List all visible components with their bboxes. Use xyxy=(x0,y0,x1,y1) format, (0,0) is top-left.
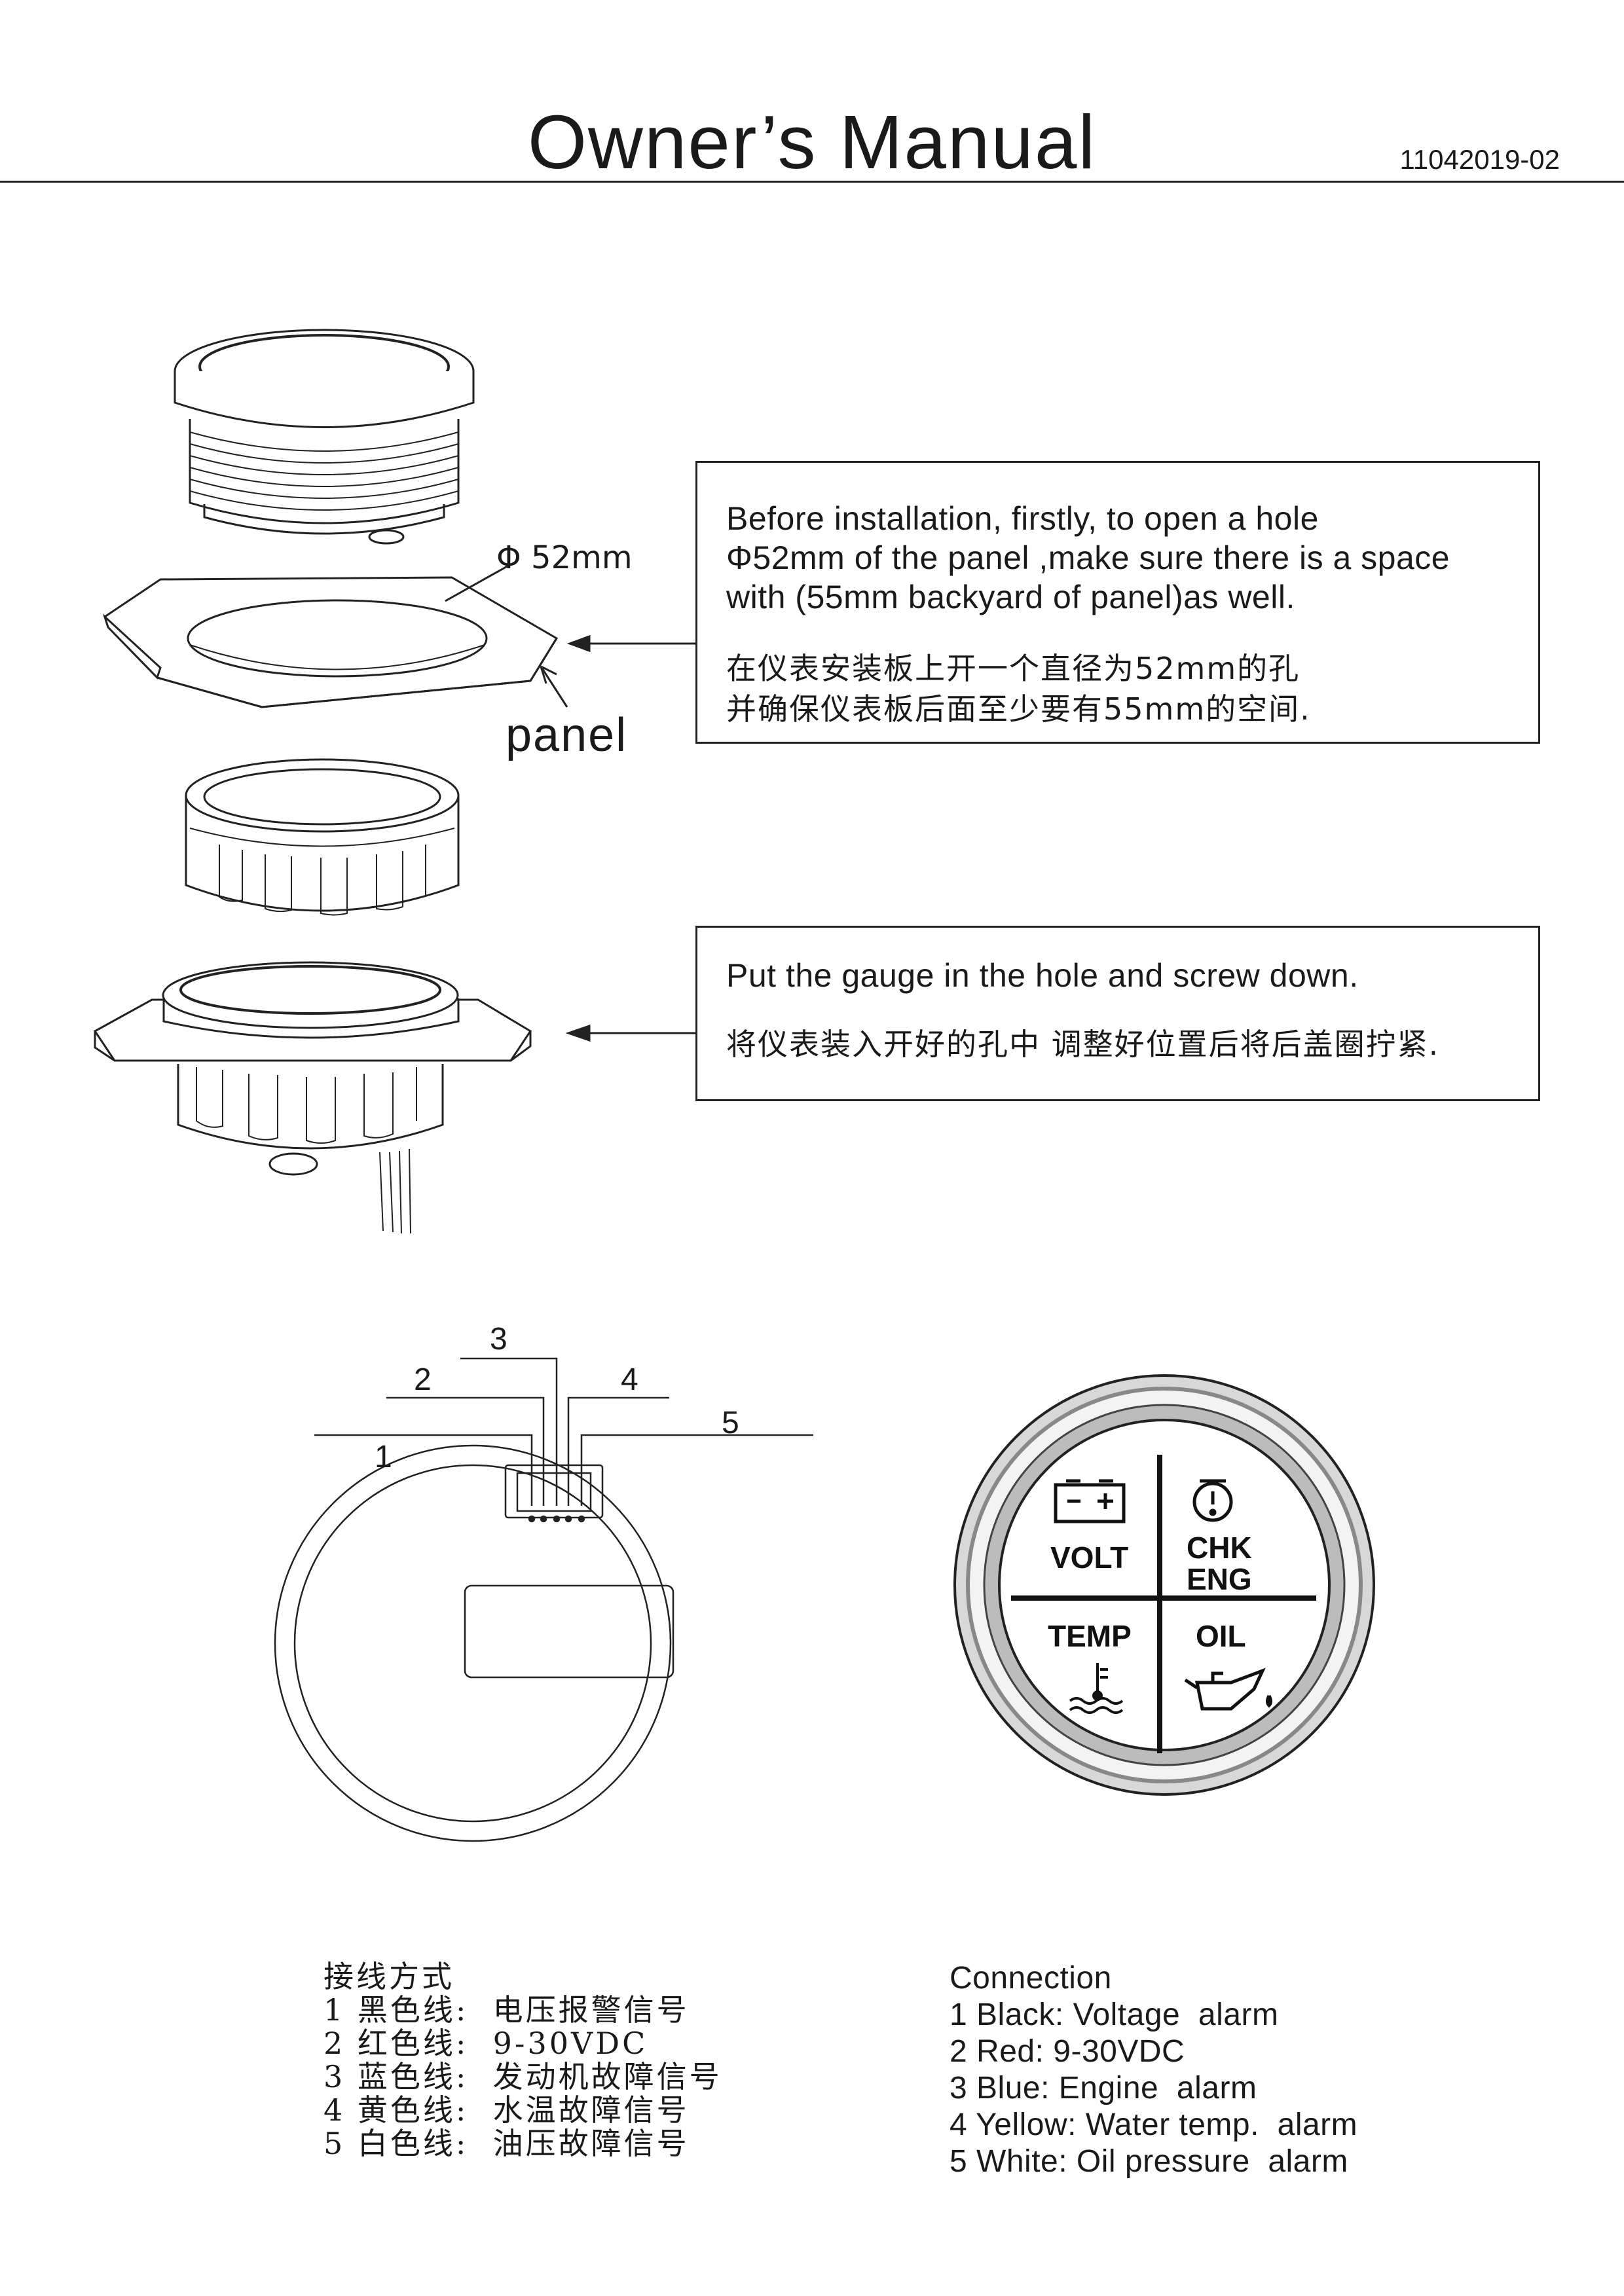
gauge-label-oil: OIL xyxy=(1196,1619,1246,1653)
instruction-box-mount: Put the gauge in the hole and screw down… xyxy=(695,926,1540,1101)
gauge-label-temp: TEMP xyxy=(1048,1619,1132,1653)
pin-label-4: 4 xyxy=(621,1362,638,1397)
battery-icon xyxy=(1054,1479,1126,1523)
connection-item-zh: 2 红色线: 9-30VDC xyxy=(323,2026,648,2061)
pin-label-3: 3 xyxy=(490,1322,507,1357)
connection-list-zh: 接线方式 1 黑色线: 电压报警信号 2 红色线: 9-30VDC 3 蓝色线:… xyxy=(323,1960,722,2160)
instruction-zh-line: 在仪表安装板上开一个直径为52mm的孔 xyxy=(726,651,1301,686)
gauge-body-illustration xyxy=(174,329,475,545)
document-number: 11042019-02 xyxy=(1399,144,1560,175)
panel-label: panel xyxy=(506,709,628,761)
connection-item-en: 3 Blue: Engine alarm xyxy=(950,2071,1257,2105)
instruction-en-line: Φ52mm of the panel ,make sure there is a… xyxy=(726,539,1450,576)
instruction-en-line: Put the gauge in the hole and screw down… xyxy=(726,957,1359,994)
instruction-en-line: Before installation, firstly, to open a … xyxy=(726,500,1319,537)
panel-plate-illustration xyxy=(102,563,695,708)
page-title: Owner’s Manual xyxy=(527,100,1097,185)
connection-item-zh: 3 蓝色线: 发动机故障信号 xyxy=(323,2059,722,2094)
connection-title-zh: 接线方式 xyxy=(323,1959,454,1994)
check-engine-icon xyxy=(1192,1479,1233,1522)
water-temperature-icon xyxy=(1069,1663,1124,1714)
connection-item-en: 1 Black: Voltage alarm xyxy=(950,1997,1279,2032)
pin-label-5: 5 xyxy=(722,1406,739,1440)
connection-item-en: 4 Yellow: Water temp. alarm xyxy=(950,2107,1358,2142)
installed-gauge-illustration xyxy=(93,961,695,1234)
connection-item-zh: 4 黄色线: 水温故障信号 xyxy=(323,2092,690,2128)
gauge-label-volt: VOLT xyxy=(1050,1540,1128,1575)
instruction-zh-line: 并确保仪表板后面至少要有55mm的空间. xyxy=(726,691,1311,727)
connection-title-en: Connection xyxy=(950,1961,1112,1995)
oil-can-icon xyxy=(1184,1667,1272,1711)
header-divider xyxy=(0,181,1624,183)
connection-list-en: Connection 1 Black: Voltage alarm 2 Red:… xyxy=(950,1960,1357,2180)
pin-label-1: 1 xyxy=(375,1440,392,1474)
rear-wiring-diagram xyxy=(274,1357,813,1842)
connection-item-zh: 1 黑色线: 电压报警信号 xyxy=(323,1992,690,2028)
pin-label-2: 2 xyxy=(414,1362,432,1397)
gauge-label-chk: CHK xyxy=(1187,1531,1252,1565)
gauge-face: VOLT CHK ENG TEMP OIL xyxy=(953,1374,1375,1796)
instruction-box-hole: Before installation, firstly, to open a … xyxy=(695,461,1540,744)
connection-item-en: 5 White: Oil pressure alarm xyxy=(950,2144,1348,2179)
diameter-label: Φ 52mm xyxy=(496,539,633,576)
connection-item-zh: 5 白色线: 油压故障信号 xyxy=(323,2126,690,2161)
instruction-en-line: with (55mm backyard of panel)as well. xyxy=(726,579,1295,615)
instruction-zh-line: 将仪表装入开好的孔中 调整好位置后将后盖圈拧紧. xyxy=(726,1027,1440,1062)
retaining-nut-illustration xyxy=(185,758,460,916)
connection-item-en: 2 Red: 9-30VDC xyxy=(950,2034,1185,2069)
gauge-label-eng: ENG xyxy=(1187,1562,1252,1596)
